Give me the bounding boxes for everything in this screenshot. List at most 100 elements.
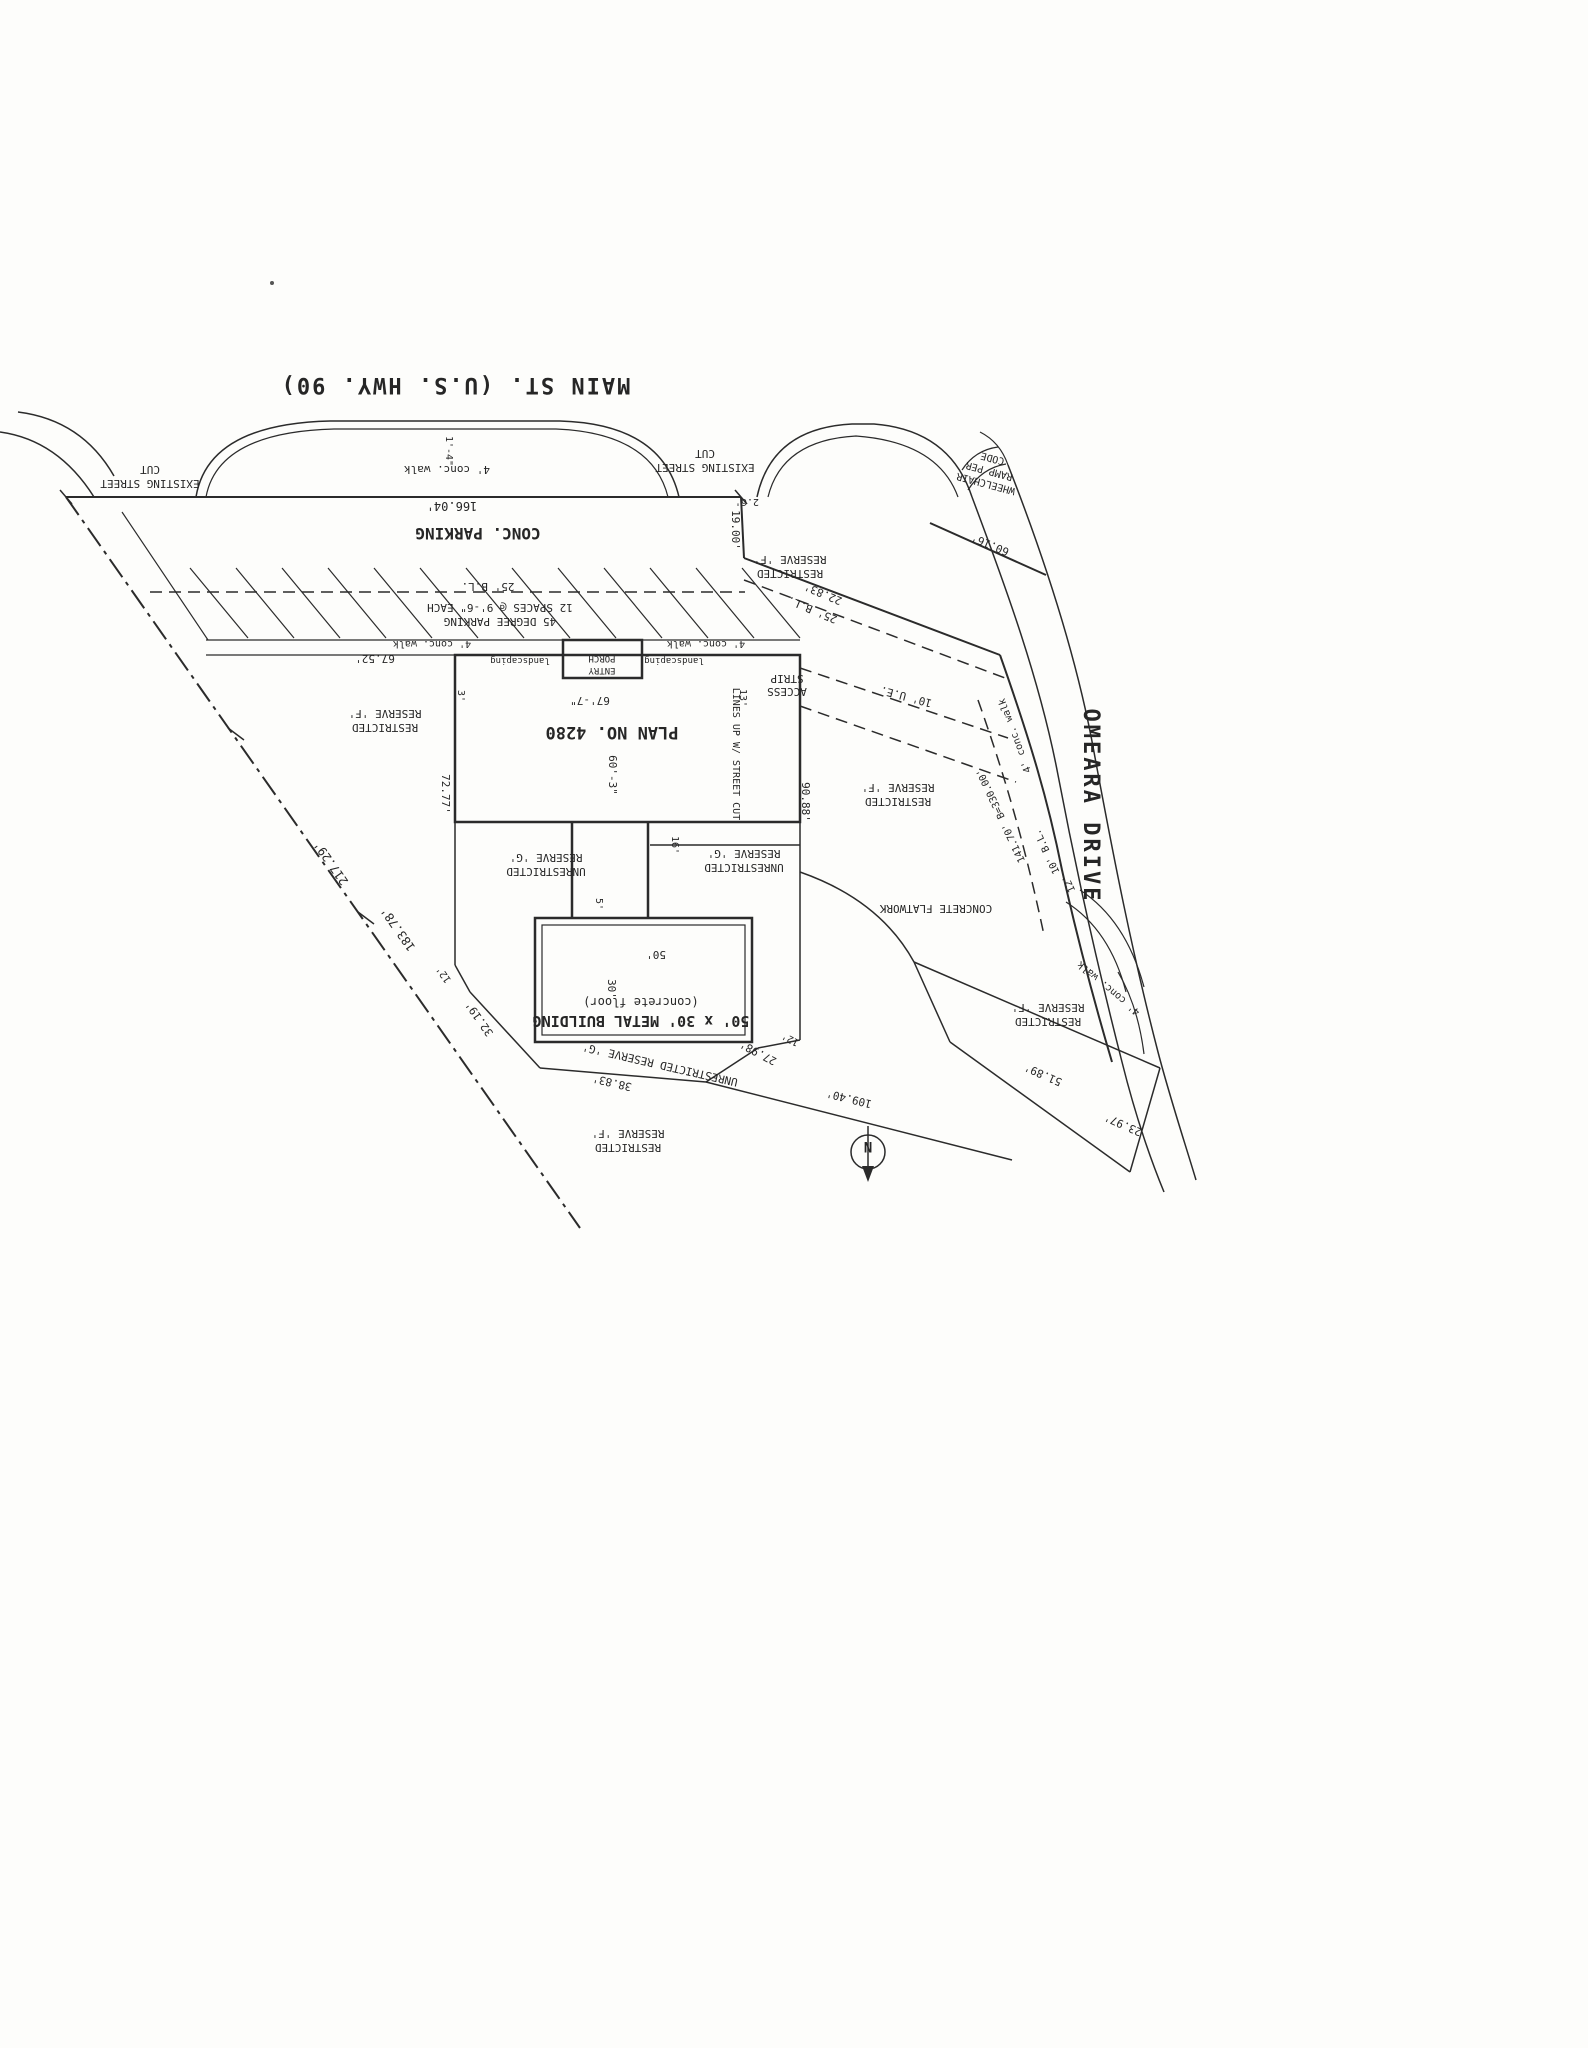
label-street-cut-left-1: EXISTING STREET <box>100 477 200 490</box>
label-conc-walk-top: 4' conc. walk <box>404 463 490 476</box>
dim-23-97: 23.97' <box>1102 1111 1144 1139</box>
scan-speck <box>270 281 274 285</box>
label-10-ue: 10' U.E. <box>879 683 934 709</box>
parcel-boundary <box>59 489 1113 1229</box>
hypotenuse-tick-2 <box>357 911 375 925</box>
dim-12-west: 12' <box>435 964 454 985</box>
label-reserve-f-west-1: RESTRICTED <box>352 721 418 734</box>
label-entry-porch-2: PORCH <box>588 653 615 663</box>
label-landscaping-left: landscaping <box>490 655 550 665</box>
parking-west-edge <box>121 511 209 641</box>
dim-27-98: 27.98' <box>738 1037 779 1067</box>
street-cut-arc-topright-outer <box>756 423 973 498</box>
label-metal-building-2: (concrete floor) <box>583 995 699 1009</box>
label-reserve-f-br-1: RESTRICTED <box>1015 1015 1081 1028</box>
label-access-strip-1: ACCESS <box>767 685 807 698</box>
label-bl25-left: 25' B.L. <box>462 580 515 593</box>
access-strip-north-line <box>799 667 1009 739</box>
parking-stripe <box>695 567 755 639</box>
parking-stripe <box>603 567 663 639</box>
label-conc-walk-left: 4' conc. walk <box>393 638 471 649</box>
parking-stripe <box>373 567 433 639</box>
label-concrete-flatwork: CONCRETE FLATWORK <box>879 902 992 915</box>
label-unres-g-left-2: RESERVE 'G' <box>510 851 583 864</box>
site-line-27ft <box>705 1047 759 1083</box>
label-reserve-f-mid-1: RESTRICTED <box>865 795 931 808</box>
dim-90-88: 90.88' <box>799 782 812 822</box>
boundary-omeara-curve <box>999 654 1113 1063</box>
building-line-10-omeara <box>977 699 1045 936</box>
building-line-25-ne <box>743 579 1006 679</box>
boundary-60ft-row <box>929 522 1047 576</box>
label-unres-g-right-1: UNRESTRICTED <box>704 861 783 874</box>
label-parking-note-2: 12 SPACES @ 9'-6" EACH <box>427 601 573 614</box>
street-cut-arc-topleft-outer <box>17 411 115 477</box>
parking-stripe <box>649 567 709 639</box>
label-main-st: MAIN ST. (U.S. HWY. 90) <box>280 372 631 397</box>
metal-building-inner <box>541 924 746 1036</box>
reserve-f-br-north <box>913 961 1161 1069</box>
parking-stripe <box>281 567 341 639</box>
wheelchair-ramp-arc-1 <box>961 446 999 471</box>
dim-60-16: 60.16' <box>969 531 1011 558</box>
dim-13: 13' <box>737 689 748 707</box>
reserve-f-br-south <box>949 1041 1131 1173</box>
label-reserve-f-mid-2: RESERVE 'F' <box>862 781 935 794</box>
street-cut-arc-topright-inner <box>767 435 959 498</box>
wheelchair-ramp-arc-2 <box>967 463 1007 491</box>
parking-area <box>121 511 801 656</box>
dim-12-east: 12' <box>780 1030 801 1048</box>
boundary-tick-2 <box>734 489 748 505</box>
label-metal-building-1: 50' x 30' METAL BUILDING <box>533 1012 750 1030</box>
parking-stripe <box>419 567 479 639</box>
label-street-cut-left-2: CUT <box>140 463 160 476</box>
omeara-east-curb <box>1007 464 1197 1181</box>
parking-stripe <box>327 567 387 639</box>
site-line-32ft <box>469 991 541 1069</box>
site-line-12ft-east <box>757 1039 801 1049</box>
main-st-curb-arch-outer <box>195 420 680 498</box>
dim-109-40: 109.40' <box>825 1087 873 1111</box>
street-cut-arc-topleft-inner <box>0 431 95 498</box>
dim-72-77: 72.77' <box>439 774 452 814</box>
boundary-ne-diagonal <box>743 557 1001 656</box>
label-reserve-f-ne-2: RESERVE 'F' <box>754 553 827 566</box>
omeara-east-curb-top <box>979 431 1009 466</box>
dim-3: 3' <box>455 690 466 702</box>
reserve-f-br-east <box>1129 1067 1161 1173</box>
dim-67-7: 67'-7" <box>570 694 610 707</box>
site-line-12ft-west <box>454 964 471 993</box>
reserve-f-br-west <box>913 961 951 1043</box>
label-reserve-f-bottom-2: RESERVE 'F' <box>592 1127 665 1140</box>
metal-building <box>533 916 754 1044</box>
label-street-cut-right-1: EXISTING STREET <box>655 461 755 474</box>
boundary-tick-1 <box>59 489 73 505</box>
parking-stripe <box>511 567 571 639</box>
dim-19-00: 19.00' <box>729 510 742 550</box>
label-unres-g-right-2: RESERVE 'G' <box>708 847 781 860</box>
label-landscaping-right: landscaping <box>644 655 704 665</box>
dim-5: 5' <box>593 898 604 910</box>
dim-2-6: 2.6' <box>735 496 759 507</box>
dim-51-89: 51.89' <box>1022 1061 1064 1089</box>
site-lines <box>454 655 1161 1173</box>
labels: MAIN ST. (U.S. HWY. 90) EXISTING STREET … <box>100 372 1144 1154</box>
parking-stripes <box>189 567 801 639</box>
boundary-19ft <box>740 496 745 559</box>
site-line-38ft <box>539 1067 707 1083</box>
metal-building-outer <box>533 916 754 1044</box>
label-entry-porch-1: ENTRY <box>588 665 616 675</box>
parking-stripe <box>557 567 617 639</box>
north-label: N <box>864 1138 872 1154</box>
label-omeara-drive: OMEARA DRIVE <box>1078 709 1103 904</box>
label-access-strip-2: STRIP <box>770 672 803 685</box>
dim-16: 16' <box>669 836 680 854</box>
concrete-flatwork-curve <box>799 871 915 963</box>
hypotenuse-tick-1 <box>227 727 245 741</box>
label-lines-up: LINES UP W/ STREET CUT <box>730 688 741 820</box>
dim-217-29: 217.29' <box>311 838 351 887</box>
dim-1-4: 1'-4" <box>443 436 454 466</box>
label-parking-note-1: 45 DEGREE PARKING <box>444 615 557 628</box>
north-arrow: N <box>850 1126 886 1182</box>
